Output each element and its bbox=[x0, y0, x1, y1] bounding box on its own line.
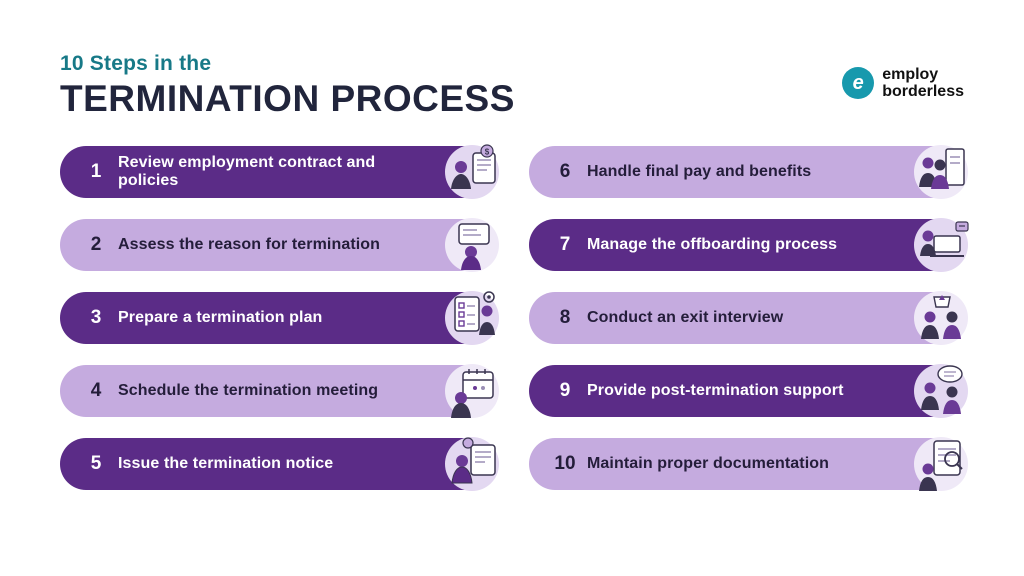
svg-text:$: $ bbox=[485, 148, 490, 157]
step-illustration-support bbox=[906, 356, 976, 426]
subtitle: 10 Steps in the bbox=[60, 52, 212, 75]
step-row-8: 8 Conduct an exit interview bbox=[529, 291, 968, 345]
steps-column-left: 1 Review employment contract and policie… bbox=[60, 144, 499, 491]
step-number: 1 bbox=[90, 161, 102, 182]
step-label: Manage the offboarding process bbox=[587, 236, 838, 254]
step-label: Handle final pay and benefits bbox=[587, 163, 812, 181]
step-number: 9 bbox=[559, 380, 571, 401]
step-label: Schedule the termination meeting bbox=[118, 382, 379, 400]
step-number: 4 bbox=[90, 380, 102, 401]
step-row-2: 2 Assess the reason for termination bbox=[60, 218, 499, 272]
step-label: Maintain proper documentation bbox=[587, 455, 830, 473]
logo-line2: borderless bbox=[882, 83, 964, 101]
steps-grid: 1 Review employment contract and policie… bbox=[60, 144, 969, 491]
step-row-4: 4 Schedule the termination meeting bbox=[60, 364, 499, 418]
step-number: 10 bbox=[554, 453, 576, 474]
step-label: Conduct an exit interview bbox=[587, 309, 784, 327]
step-number: 3 bbox=[90, 307, 102, 328]
step-label: Provide post-termination support bbox=[587, 382, 844, 400]
step-illustration-notice bbox=[437, 429, 507, 499]
step-number: 8 bbox=[559, 307, 571, 328]
step-label: Review employment contract and policies bbox=[118, 154, 376, 189]
step-illustration-documentation bbox=[906, 429, 976, 499]
step-row-7: 7 Manage the offboarding process bbox=[529, 218, 969, 272]
step-label: Assess the reason for termination bbox=[118, 236, 381, 254]
step-row-3: 3 Prepare a termination plan bbox=[60, 291, 499, 345]
step-illustration-contract: $ bbox=[437, 137, 507, 207]
logo-icon: e bbox=[842, 67, 875, 100]
step-illustration-interview bbox=[906, 283, 976, 353]
header: 10 Steps in the TERMINATION PROCESS e em… bbox=[60, 52, 966, 120]
step-row-1: 1 Review employment contract and policie… bbox=[60, 144, 499, 199]
step-label: Issue the termination notice bbox=[118, 455, 334, 473]
step-number: 2 bbox=[90, 234, 102, 255]
step-number: 5 bbox=[90, 453, 102, 474]
step-row-9: 9 Provide post-termination support bbox=[529, 364, 968, 418]
page-title: TERMINATION PROCESS bbox=[60, 78, 515, 119]
brand-logo: e employ borderless bbox=[842, 66, 964, 101]
step-row-10: 10 Maintain proper documentation bbox=[529, 437, 968, 491]
step-row-6: 6 Handle final pay and benefits bbox=[529, 145, 968, 199]
step-number: 6 bbox=[559, 161, 571, 182]
step-illustration-plan bbox=[437, 283, 507, 353]
logo-text: employ borderless bbox=[882, 66, 964, 101]
step-row-5: 5 Issue the termination notice bbox=[60, 437, 499, 491]
step-illustration-assess bbox=[437, 210, 507, 280]
steps-column-right: 6 Handle final pay and benefits 7 Manage… bbox=[529, 145, 969, 491]
step-illustration-offboarding bbox=[906, 210, 976, 280]
step-label: Prepare a termination plan bbox=[118, 309, 323, 327]
logo-line1: employ bbox=[882, 66, 939, 83]
step-illustration-calendar bbox=[437, 356, 507, 426]
step-number: 7 bbox=[559, 234, 571, 255]
step-illustration-pay bbox=[906, 137, 976, 207]
